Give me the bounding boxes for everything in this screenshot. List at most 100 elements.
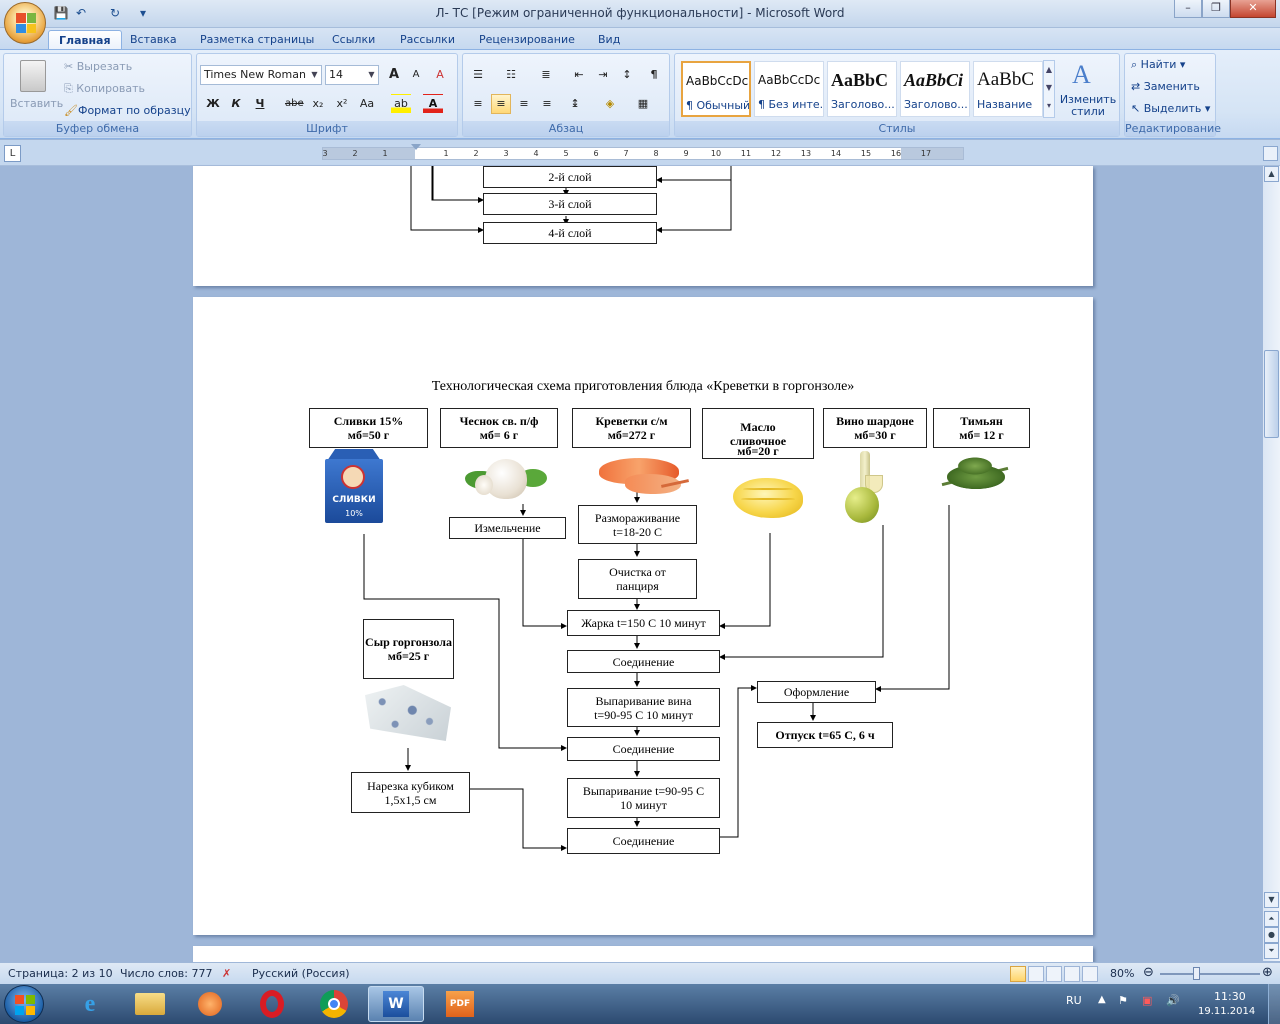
align-center-icon[interactable]: ≡ — [491, 94, 511, 114]
strikethrough-button[interactable]: abe — [285, 98, 304, 109]
minimize-button[interactable]: – — [1174, 0, 1202, 18]
change-case-button[interactable]: Aa — [359, 97, 375, 110]
font-color-icon[interactable]: A — [423, 94, 443, 114]
tab-view[interactable]: Вид — [598, 33, 621, 46]
chrome-taskbar-icon[interactable] — [306, 986, 362, 1022]
sort-icon[interactable]: ↕ — [622, 68, 632, 81]
zoom-level[interactable]: 80% — [1110, 967, 1135, 980]
view-ruler-button[interactable] — [1263, 146, 1278, 161]
zoom-in-icon[interactable]: ⊕ — [1262, 965, 1273, 980]
paste-icon[interactable] — [20, 60, 46, 92]
word-taskbar-icon[interactable]: W — [368, 986, 424, 1022]
browse-object-icon[interactable]: ● — [1264, 927, 1279, 943]
page-count[interactable]: Страница: 2 из 10 — [8, 967, 113, 980]
explorer-taskbar-icon[interactable] — [122, 986, 178, 1022]
highlight-icon[interactable]: ab — [391, 94, 411, 114]
outline-icon[interactable] — [1064, 966, 1080, 982]
format-painter-button[interactable]: 🖌Формат по образцу — [64, 104, 191, 117]
tray-expand-icon[interactable]: ▲ — [1098, 994, 1106, 1005]
justify-icon[interactable]: ≡ — [542, 97, 552, 110]
next-page-icon[interactable]: ⏷ — [1264, 943, 1279, 959]
align-left-icon[interactable]: ≡ — [473, 97, 483, 110]
clock-date[interactable]: 19.11.2014 — [1198, 1006, 1256, 1017]
tab-insert[interactable]: Вставка — [130, 33, 177, 46]
find-button[interactable]: ⌕ Найти ▾ — [1131, 58, 1186, 71]
show-desktop-button[interactable] — [1268, 984, 1280, 1024]
tab-page-layout[interactable]: Разметка страницы — [200, 33, 315, 46]
previous-page-icon[interactable]: ⏶ — [1264, 911, 1279, 927]
subscript-button[interactable]: x₂ — [312, 97, 324, 110]
numbering-icon[interactable]: ☷ — [506, 68, 516, 81]
cut-button[interactable]: ✂ Вырезать — [64, 60, 133, 73]
word-count[interactable]: Число слов: 777 — [120, 967, 213, 980]
redo-icon[interactable]: ↻ — [109, 6, 121, 20]
borders-icon[interactable]: ▦ — [637, 97, 649, 110]
start-button[interactable] — [4, 985, 44, 1023]
multilevel-list-icon[interactable]: ≣ — [541, 68, 551, 81]
tab-mailings[interactable]: Рассылки — [400, 33, 455, 46]
zoom-slider[interactable] — [1160, 973, 1260, 975]
spelling-icon[interactable]: ✗ — [222, 967, 232, 980]
shrink-font-button[interactable]: A — [412, 69, 420, 80]
styles-scroll-icon[interactable]: ▲▼▾ — [1043, 60, 1055, 118]
change-styles-button[interactable]: Изменить стили — [1059, 93, 1117, 118]
restore-button[interactable]: ❐ — [1202, 0, 1230, 18]
grow-font-button[interactable]: A — [388, 67, 400, 82]
media-player-taskbar-icon[interactable] — [182, 986, 238, 1022]
select-button[interactable]: ↖ Выделить ▾ — [1131, 102, 1211, 115]
language-indicator[interactable]: Русский (Россия) — [252, 967, 350, 980]
zoom-slider-thumb[interactable] — [1193, 967, 1200, 980]
decrease-indent-icon[interactable]: ⇤ — [574, 68, 584, 81]
increase-indent-icon[interactable]: ⇥ — [598, 68, 608, 81]
superscript-button[interactable]: x² — [336, 97, 348, 110]
bold-button[interactable]: Ж — [206, 97, 220, 110]
tab-home[interactable]: Главная — [48, 30, 122, 50]
close-button[interactable]: ✕ — [1230, 0, 1276, 18]
volume-icon[interactable]: 🔊 — [1166, 994, 1180, 1007]
vertical-scrollbar[interactable]: ▲ ▼ ⏶ ● ⏷ — [1263, 166, 1280, 961]
network-icon[interactable]: ▣ — [1142, 994, 1153, 1007]
scroll-down-icon[interactable]: ▼ — [1264, 892, 1279, 908]
scroll-thumb[interactable] — [1264, 350, 1279, 438]
indent-marker-icon[interactable] — [411, 144, 421, 150]
opera-taskbar-icon[interactable] — [244, 986, 300, 1022]
underline-button[interactable]: Ч — [255, 97, 265, 110]
line-spacing-icon[interactable]: ↨ — [570, 97, 580, 110]
office-button[interactable] — [4, 2, 46, 44]
web-layout-icon[interactable] — [1046, 966, 1062, 982]
align-right-icon[interactable]: ≡ — [519, 97, 529, 110]
input-language[interactable]: RU — [1066, 994, 1082, 1007]
tab-selector[interactable]: L — [4, 145, 21, 162]
action-center-icon[interactable]: ⚑ — [1118, 994, 1128, 1007]
print-layout-icon[interactable] — [1010, 966, 1026, 982]
clear-format-icon[interactable]: A — [436, 68, 444, 81]
style-no-spacing[interactable]: AaBbCcDc¶ Без инте... — [754, 61, 824, 117]
show-marks-button[interactable]: ¶ — [650, 68, 658, 81]
save-icon[interactable]: 💾 — [53, 6, 69, 20]
ie-taskbar-icon[interactable]: e — [84, 990, 96, 1017]
full-screen-reading-icon[interactable] — [1028, 966, 1044, 982]
change-styles-icon[interactable]: A — [1072, 60, 1091, 89]
undo-icon[interactable]: ↶ — [75, 6, 87, 20]
font-size-combo[interactable]: 14▼ — [325, 65, 379, 85]
tab-review[interactable]: Рецензирование — [479, 33, 575, 46]
paste-button[interactable]: Вставить — [10, 97, 64, 110]
draft-icon[interactable] — [1082, 966, 1098, 982]
bullets-icon[interactable]: ☰ — [473, 68, 483, 81]
shading-icon[interactable]: ◈ — [605, 97, 615, 110]
customize-quick-access-icon[interactable]: ▾ — [139, 6, 147, 20]
font-name-combo[interactable]: Times New Roman▼ — [200, 65, 322, 85]
style-normal[interactable]: AaBbCcDc¶ Обычный — [681, 61, 751, 117]
scroll-up-icon[interactable]: ▲ — [1264, 166, 1279, 182]
copy-button[interactable]: ⎘ Копировать — [64, 82, 146, 95]
zoom-out-icon[interactable]: ⊖ — [1143, 965, 1154, 980]
horizontal-ruler[interactable]: 3 2 1 1 2 3 4 5 6 7 8 9 10 11 12 13 14 1… — [322, 144, 964, 160]
pdf-taskbar-icon[interactable]: PDF — [432, 986, 488, 1022]
clock-time[interactable]: 11:30 — [1214, 990, 1246, 1003]
italic-button[interactable]: К — [231, 97, 241, 110]
replace-button[interactable]: ⇄ Заменить — [1131, 80, 1200, 93]
tab-references[interactable]: Ссылки — [332, 33, 376, 46]
